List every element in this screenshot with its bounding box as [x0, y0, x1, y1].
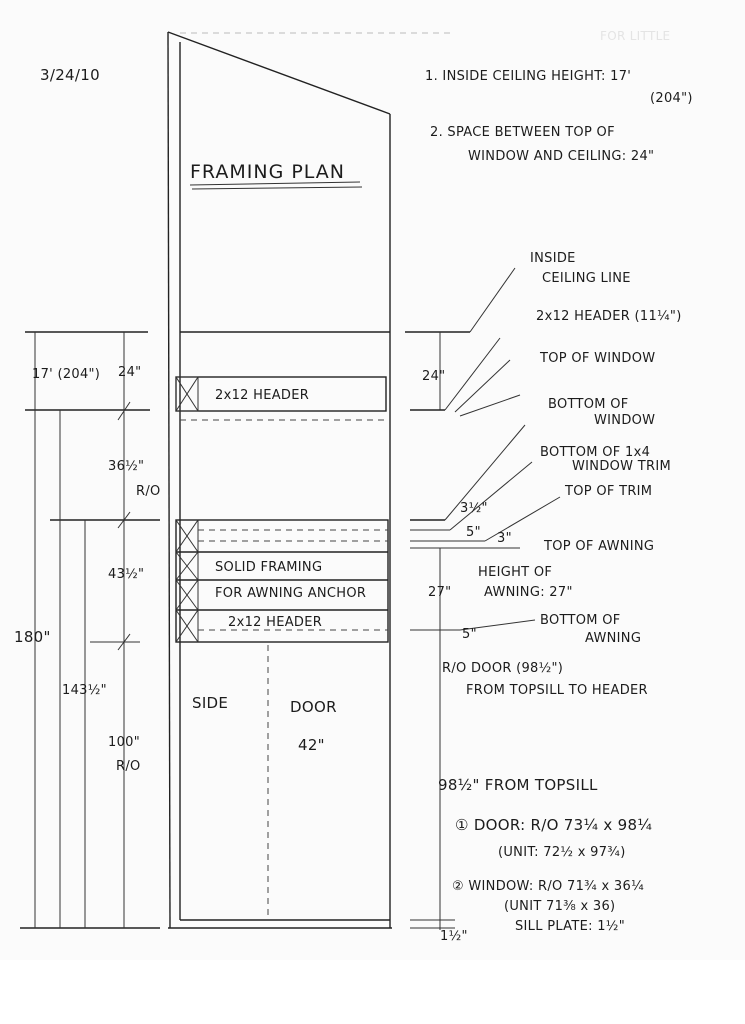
dim-100-ro: R/O [116, 759, 141, 774]
awning-anchor-label: FOR AWNING ANCHOR [215, 586, 366, 601]
label-bottom-window-1: BOTTOM OF [548, 397, 629, 412]
note-1-line-2: (204") [650, 91, 693, 106]
door-width-label: 42" [298, 736, 325, 754]
label-bottom-awning-1: BOTTOM OF [540, 613, 621, 628]
note-1-line-1: 1. INSIDE CEILING HEIGHT: 17' [425, 69, 631, 84]
dim-5b-right: 5" [462, 627, 477, 642]
spec-window-2: (UNIT 71⅜ x 36) [504, 899, 615, 914]
label-bottom-window-2: WINDOW [594, 413, 655, 428]
note-2-line-2: WINDOW AND CEILING: 24" [468, 149, 654, 164]
label-top-window: TOP OF WINDOW [539, 351, 655, 366]
spec-sill: SILL PLATE: 1½" [515, 919, 625, 934]
dim-43-left: 43½" [108, 567, 144, 582]
label-bottom-trim-1: BOTTOM OF 1x4 [540, 445, 650, 460]
label-header-right: 2x12 HEADER (11¼") [536, 309, 682, 324]
dim-36-ro: R/O [136, 484, 161, 499]
dim-3half-right: 3½" [460, 501, 488, 516]
dim-100: 100" [108, 735, 140, 750]
header-top-block [175, 376, 387, 412]
label-awning-height-1: HEIGHT OF [478, 565, 552, 580]
label-ro-door-2: FROM TOPSILL TO HEADER [466, 683, 648, 698]
dim-17ft: 17' (204") [32, 367, 100, 382]
dim-143: 143½" [62, 683, 107, 698]
dim-36-left: 36½" [108, 459, 144, 474]
dim-24-right: 24" [422, 369, 445, 384]
label-top-trim: TOP OF TRIM [564, 484, 652, 499]
title-underline [189, 181, 361, 186]
side-label: SIDE [192, 694, 228, 712]
dim-1half-right: 1½" [440, 929, 468, 944]
spec-door-2: (UNIT: 72½ x 97¾) [498, 845, 626, 860]
header-top-label: 2x12 HEADER [215, 388, 309, 403]
dim-180: 180" [14, 628, 51, 646]
left-dimension-lines [20, 331, 160, 929]
label-ceiling-1: INSIDE [530, 251, 576, 266]
spec-topsill: 98½" FROM TOPSILL [438, 776, 598, 794]
date-label: 3/24/10 [40, 66, 100, 84]
label-awning-height-2: AWNING: 27" [484, 585, 573, 600]
dim-5-right: 5" [466, 525, 481, 540]
wall-outline [167, 31, 392, 929]
spec-door-1: ① DOOR: R/O 73¼ x 98¼ [455, 816, 652, 834]
door-label: DOOR [290, 698, 337, 716]
header-bottom-label: 2x12 HEADER [228, 615, 322, 630]
label-ro-door-1: R/O DOOR (98½") [442, 661, 563, 676]
dim-3-right: 3" [497, 531, 512, 546]
solid-framing-label: SOLID FRAMING [215, 560, 322, 575]
right-dimension-lines [405, 267, 561, 930]
awning-anchor-block [175, 519, 389, 643]
corner-faint-text: FOR LITTLE [600, 29, 670, 43]
dim-27-right: 27" [428, 585, 451, 600]
label-bottom-trim-2: WINDOW TRIM [572, 459, 671, 474]
dim-24-left: 24" [118, 365, 141, 380]
note-2-line-1: 2. SPACE BETWEEN TOP OF [430, 125, 615, 140]
page-title: FRAMING PLAN [190, 161, 345, 183]
label-ceiling-2: CEILING LINE [542, 271, 631, 286]
spec-window-1: ② WINDOW: R/O 71¾ x 36¼ [452, 879, 644, 894]
page-background [0, 960, 745, 1024]
label-top-awning: TOP OF AWNING [543, 539, 654, 554]
label-bottom-awning-2: AWNING [585, 631, 641, 646]
